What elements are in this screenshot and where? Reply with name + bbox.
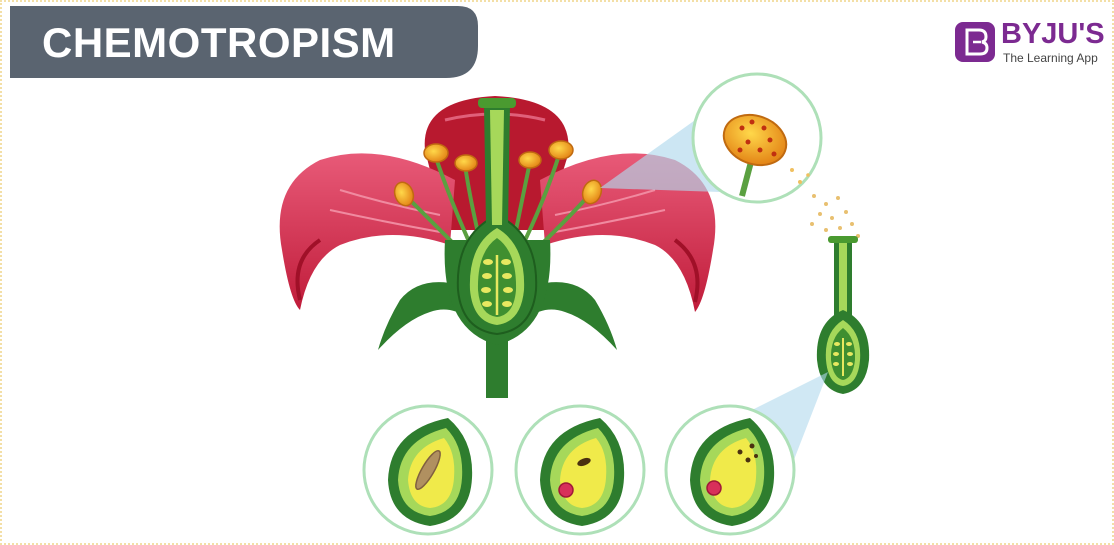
ovule-stage-2 (516, 406, 644, 534)
ovule-stage-1 (364, 406, 492, 534)
anther-callout (600, 74, 821, 202)
ovule-stage-3 (666, 406, 794, 534)
pollen-grains (810, 194, 860, 240)
flower-stem (486, 340, 508, 398)
flower-illustration (280, 96, 716, 398)
